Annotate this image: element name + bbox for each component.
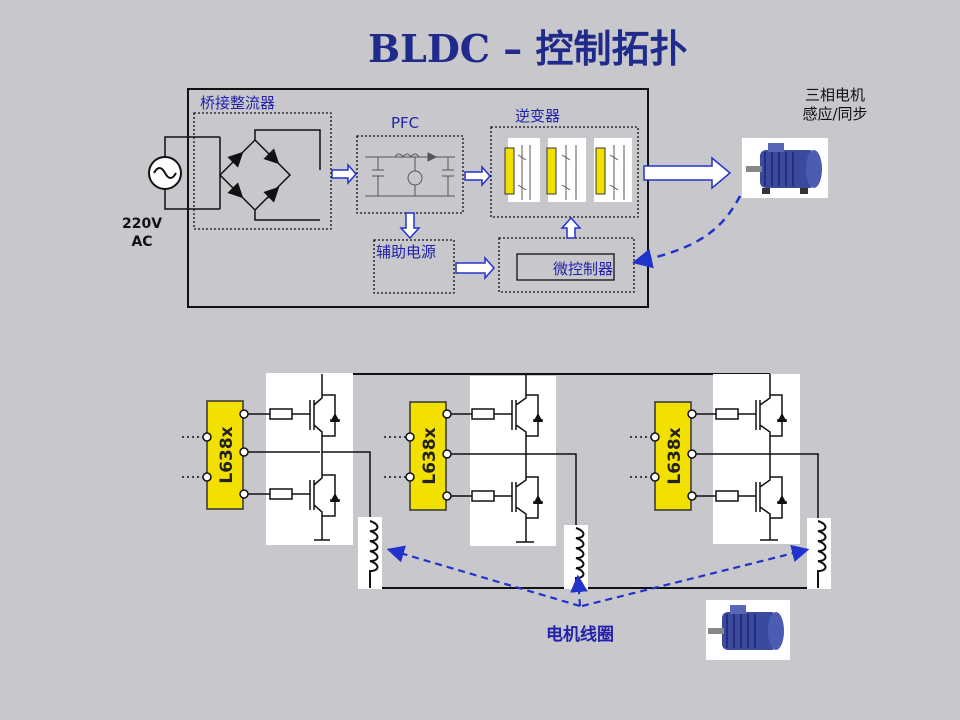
inverter-block	[490, 126, 639, 218]
bridge-rectifier-label: 桥接整流器	[200, 94, 276, 112]
arrow-mcu-to-inverter	[560, 216, 582, 239]
mcu-label: 微控制器	[553, 260, 614, 278]
arrow-inverter-to-motor	[643, 156, 732, 190]
driver-ic-2	[409, 401, 447, 511]
aux-power-label: 辅助电源	[376, 243, 437, 261]
driver-ic-1-label: L638x	[217, 426, 237, 483]
arrow-pfc-to-inverter	[464, 165, 492, 187]
ac-source-icon	[148, 156, 182, 190]
coil-pointer-arrows	[386, 544, 810, 608]
motor-label: 三相电机 感应/同步	[802, 86, 868, 123]
pfc-label: PFC	[391, 114, 420, 132]
inverter-legs-icon	[504, 138, 632, 202]
inverter-label: 逆变器	[515, 107, 561, 125]
bridge-rectifier-block	[193, 112, 332, 230]
arrow-rectifier-to-pfc	[331, 163, 358, 185]
motor-icon	[742, 138, 828, 198]
ac-source-label: 220V AC	[122, 216, 163, 250]
phase-leg-1: L638x	[182, 373, 382, 589]
diode-bridge-icon	[218, 129, 321, 221]
phase-leg-2: L638x	[384, 374, 588, 589]
page-title: BLDC – 控制拓扑	[368, 26, 688, 71]
arrow-aux-to-mcu	[455, 256, 496, 280]
pfc-circuit-icon	[365, 152, 455, 197]
arrow-pfc-to-aux	[399, 212, 421, 240]
driver-ic-2-label: L638x	[420, 427, 440, 484]
motor-icon-bottom	[706, 600, 790, 660]
feedback-arrow	[632, 195, 742, 269]
coil-label: 电机线圈	[546, 625, 614, 645]
driver-ic-3-label: L638x	[665, 427, 685, 484]
pfc-block	[356, 135, 464, 214]
system-enclosure	[187, 88, 649, 308]
aux-power-block	[373, 239, 455, 294]
phase-leg-3: L638x	[630, 374, 831, 589]
